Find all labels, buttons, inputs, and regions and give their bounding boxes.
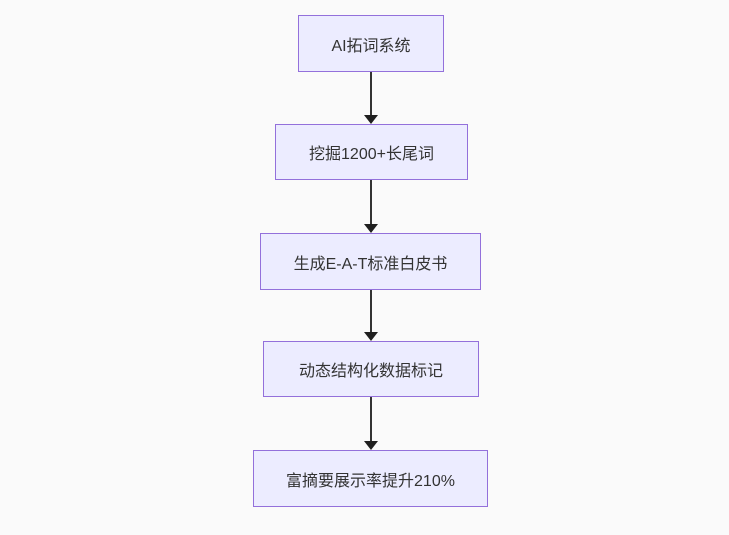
arrow-head-icon xyxy=(363,115,378,124)
flowchart-node-eat-whitepaper: 生成E-A-T标准白皮书 xyxy=(260,233,481,290)
flow-arrow-down-2 xyxy=(363,180,378,233)
flowchart-node-structured-data-markup: 动态结构化数据标记 xyxy=(263,341,479,397)
flowchart-node-longtail-mining: 挖掘1200+长尾词 xyxy=(275,124,468,180)
arrow-head-icon xyxy=(363,441,378,450)
node-label: 生成E-A-T标准白皮书 xyxy=(293,255,448,273)
arrow-head-icon xyxy=(363,332,378,341)
flowchart-node-ai-word-expansion: AI拓词系统 xyxy=(298,15,444,72)
flow-arrow-down-4 xyxy=(363,397,378,450)
arrow-line xyxy=(369,180,372,225)
node-label: AI拓词系统 xyxy=(331,37,411,55)
flowchart-node-rich-snippet-result: 富摘要展示率提升210% xyxy=(253,450,488,507)
node-label: 挖掘1200+长尾词 xyxy=(309,146,434,163)
arrow-line xyxy=(369,397,372,442)
node-label: 动态结构化数据标记 xyxy=(298,363,443,380)
arrow-line xyxy=(369,72,372,116)
node-label: 富摘要展示率提升210% xyxy=(286,472,455,490)
arrow-line xyxy=(369,290,372,333)
flow-arrow-down-3 xyxy=(363,290,378,341)
flow-arrow-down-1 xyxy=(363,72,378,124)
arrow-head-icon xyxy=(363,224,378,233)
